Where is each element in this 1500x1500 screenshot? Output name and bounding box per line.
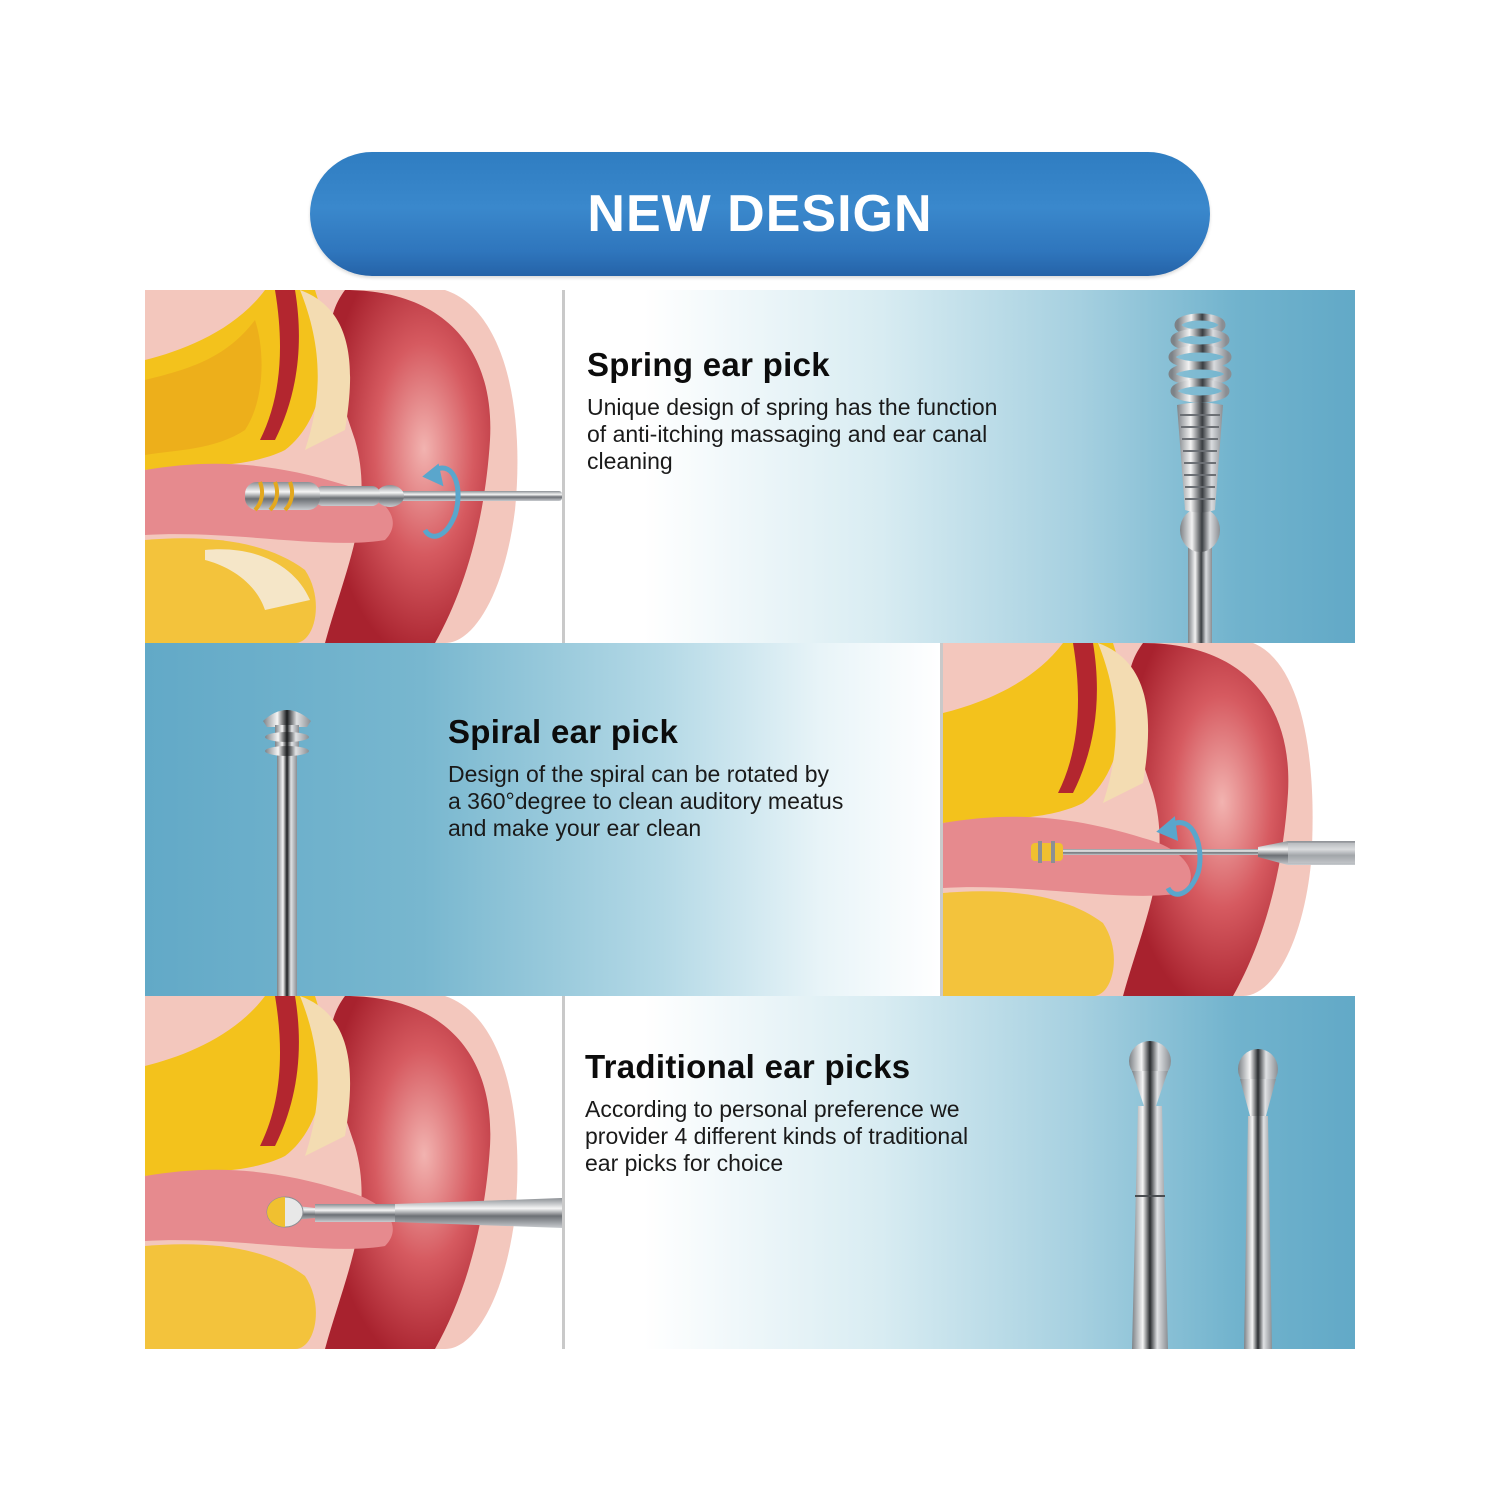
feature-row-traditional: Traditional ear picks According to perso… — [145, 996, 1355, 1349]
rotation-arrow-icon — [1156, 816, 1203, 897]
spoon-pick-right — [1238, 1049, 1278, 1349]
feature-row-spring: Spring ear pick Unique design of spring … — [145, 290, 1355, 643]
feature-description: According to personal preference we prov… — [585, 1096, 969, 1176]
feature-title: Spiral ear pick — [448, 713, 679, 750]
feature-description: Design of the spiral can be rotated by a… — [448, 761, 844, 841]
new-design-banner: NEW DESIGN — [310, 152, 1210, 276]
spring-ear-pick-image — [1155, 305, 1245, 643]
ear-illustration-spiral — [943, 643, 1355, 996]
feature-title: Traditional ear picks — [585, 1048, 911, 1085]
spoon-pick-left — [1129, 1041, 1171, 1349]
panel-divider — [562, 996, 565, 1349]
spoon-pick-tool — [266, 1196, 562, 1228]
feature-row-spiral: Spiral ear pick Design of the spiral can… — [145, 643, 1355, 996]
spring-pick-tool — [245, 481, 562, 512]
feature-description: Unique design of spring has the function… — [587, 394, 998, 474]
ear-illustration-traditional — [145, 996, 562, 1349]
feature-title: Spring ear pick — [587, 346, 830, 383]
ear-illustration-spring — [145, 290, 562, 643]
panel-divider — [940, 643, 943, 996]
rotation-arrow-icon — [422, 463, 461, 539]
spiral-pick-tool — [1031, 841, 1355, 865]
spiral-text: Spiral ear pick Design of the spiral can… — [448, 713, 938, 842]
panel-divider — [562, 290, 565, 643]
traditional-ear-picks-image — [1120, 1041, 1300, 1349]
spring-text: Spring ear pick Unique design of spring … — [587, 346, 1107, 475]
spiral-ear-pick-image — [257, 701, 317, 996]
banner-title: NEW DESIGN — [587, 185, 933, 243]
traditional-text: Traditional ear picks According to perso… — [585, 1048, 1105, 1177]
traditional-info-panel — [565, 996, 1355, 1349]
